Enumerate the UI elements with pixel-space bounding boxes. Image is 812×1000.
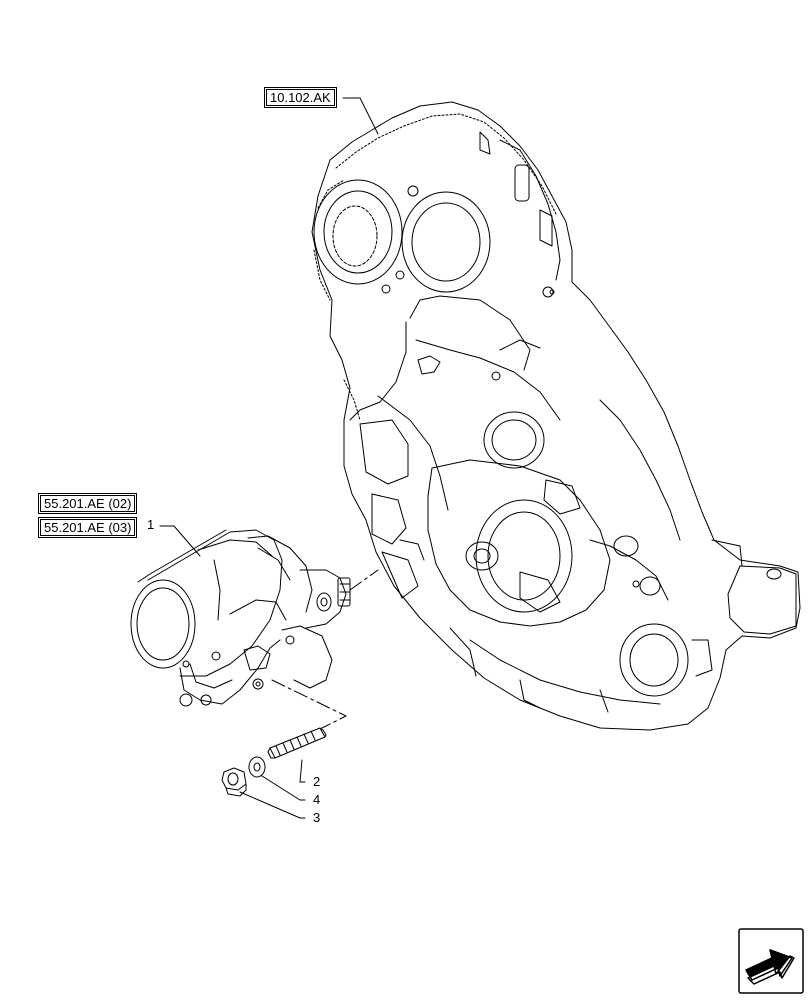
assembly-centerlines [271,569,379,729]
leader-lines [159,97,379,819]
starter-reference-text-b: 55.201.AE (03) [44,520,132,535]
starter-reference-label-b[interactable]: 55.201.AE (03) [37,517,138,538]
nut-illustration [221,767,247,797]
callout-washer: 4 [313,792,321,807]
next-page-arrow-icon[interactable] [738,928,804,994]
starter-reference-label-a[interactable]: 55.201.AE (02) [37,493,138,514]
washer-illustration [248,756,266,778]
starter-motor-illustration [130,529,351,707]
stud-illustration [267,727,327,759]
callout-starter: 1 [147,517,155,532]
flywheel-housing-illustration [311,101,801,731]
callout-stud: 2 [313,774,321,789]
callout-nut: 3 [313,810,321,825]
housing-reference-label[interactable]: 10.102.AK [264,87,337,108]
starter-reference-text-a: 55.201.AE (02) [44,496,132,511]
housing-reference-text: 10.102.AK [270,90,331,105]
